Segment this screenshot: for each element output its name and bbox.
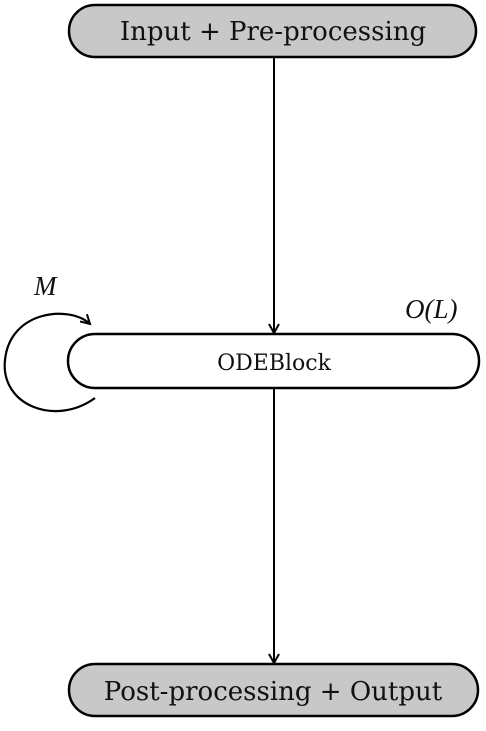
odeblock-node-label: ODEBlock: [217, 351, 332, 376]
odeblock-node-shape: [66, 332, 481, 390]
loop-arrow: [3, 312, 96, 413]
input-node-shape: [67, 3, 478, 59]
input-node-label: Input + Pre-processing: [120, 17, 426, 47]
output-node-label: Post-processing + Output: [104, 677, 443, 707]
output-node: Post-processing + Output: [67, 662, 480, 718]
loop-label: M: [33, 271, 58, 301]
output-node-shape: [67, 662, 480, 718]
complexity-label: O(L): [405, 294, 458, 324]
input-node: Input + Pre-processing: [67, 3, 478, 59]
odeblock-node: ODEBlock: [66, 332, 481, 390]
